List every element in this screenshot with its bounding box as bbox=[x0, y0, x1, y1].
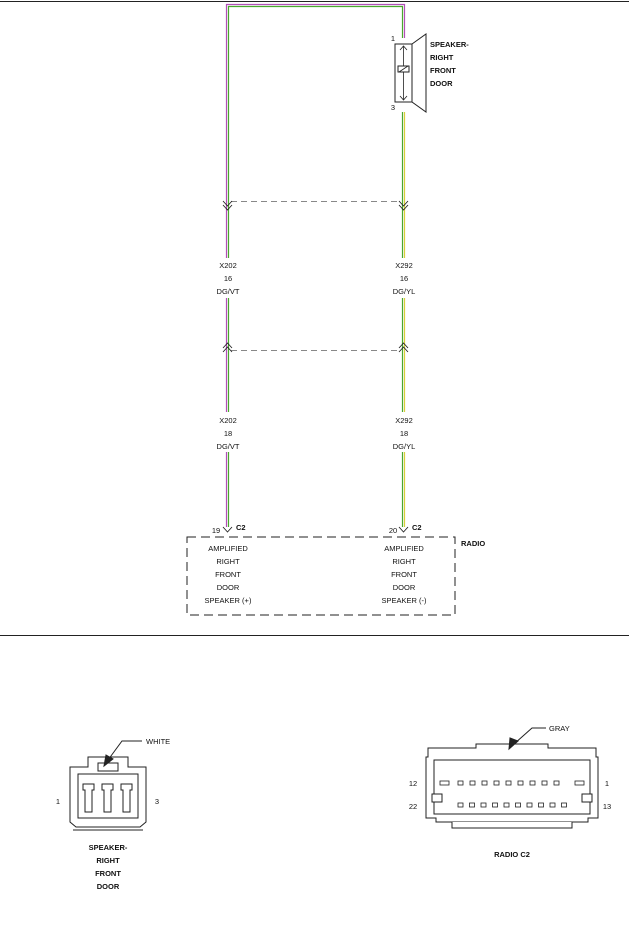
radio-c2-cavity bbox=[505, 780, 512, 786]
radio-c2-cavity bbox=[549, 802, 556, 808]
radio-c2-pin-rows bbox=[439, 780, 585, 808]
speaker-connector-pin-right: 3 bbox=[155, 797, 159, 806]
radio-terminals bbox=[222, 526, 409, 533]
radio-c2-cavity bbox=[493, 780, 500, 786]
radio-right-description: AMPLIFIED RIGHT FRONT DOOR SPEAKER (-) bbox=[381, 544, 427, 605]
radio-label: RADIO bbox=[461, 539, 485, 548]
speaker-label-line-2: RIGHT bbox=[430, 53, 454, 62]
speaker-pin-top: 1 bbox=[391, 34, 395, 43]
radio-c2-cavity bbox=[439, 780, 450, 786]
radio-connector-right: C2 bbox=[412, 523, 422, 532]
radio-pin-left: 19 bbox=[212, 526, 220, 535]
radio-c2-caption: RADIO C2 bbox=[494, 850, 530, 859]
radio-c2-cavity bbox=[492, 802, 498, 808]
svg-text:X202: X202 bbox=[219, 261, 237, 270]
radio-c2-pin-12: 12 bbox=[409, 779, 417, 788]
radio-connector-left: C2 bbox=[236, 523, 246, 532]
radio-left-description: AMPLIFIED RIGHT FRONT DOOR SPEAKER (+) bbox=[205, 544, 252, 605]
right-upper-label-gap bbox=[389, 258, 419, 298]
wire-label-left-upper: X202 16 DG/VT bbox=[217, 261, 240, 296]
radio-c2-cavity bbox=[515, 802, 521, 808]
svg-text:AMPLIFIED: AMPLIFIED bbox=[384, 544, 424, 553]
speaker-connector-leader bbox=[103, 740, 142, 768]
radio-c2-cavity bbox=[457, 780, 464, 786]
speaker-connector-caption: SPEAKER- RIGHT FRONT DOOR bbox=[89, 843, 128, 891]
wire-label-right-lower: X292 18 DG/YL bbox=[393, 416, 416, 451]
wire-label-right-upper: X292 16 DG/YL bbox=[393, 261, 416, 296]
svg-text:16: 16 bbox=[224, 274, 232, 283]
radio-c2-cavity bbox=[480, 802, 487, 808]
speaker-connector-view bbox=[69, 756, 147, 831]
svg-text:RIGHT: RIGHT bbox=[216, 557, 240, 566]
radio-pin-right: 20 bbox=[389, 526, 397, 535]
left-upper-label-gap bbox=[214, 258, 242, 298]
right-lower-label-gap bbox=[389, 412, 419, 452]
speaker-connector-pin-left: 1 bbox=[56, 797, 60, 806]
radio-c2-cavity bbox=[541, 780, 548, 786]
speaker-connector-color: WHITE bbox=[146, 737, 170, 746]
speaker-label-line-1: SPEAKER- bbox=[430, 40, 469, 49]
svg-text:FRONT: FRONT bbox=[391, 570, 417, 579]
svg-text:18: 18 bbox=[224, 429, 232, 438]
speaker-symbol bbox=[394, 33, 427, 113]
radio-c2-pin-22: 22 bbox=[409, 802, 417, 811]
radio-c2-cavity bbox=[503, 802, 510, 808]
svg-text:X292: X292 bbox=[395, 261, 413, 270]
speaker-label-line-4: DOOR bbox=[430, 79, 453, 88]
svg-text:FRONT: FRONT bbox=[215, 570, 241, 579]
left-lower-label-gap bbox=[214, 412, 242, 452]
radio-c2-pin-13: 13 bbox=[603, 802, 611, 811]
wire-left-top-green bbox=[227, 5, 404, 527]
wire-right bbox=[401, 112, 406, 527]
radio-c2-color: GRAY bbox=[549, 724, 570, 733]
svg-text:18: 18 bbox=[400, 429, 408, 438]
svg-text:SPEAKER (-): SPEAKER (-) bbox=[381, 596, 427, 605]
radio-c2-connector-leader bbox=[508, 727, 546, 751]
svg-text:X202: X202 bbox=[219, 416, 237, 425]
radio-c2-cavity bbox=[553, 780, 560, 786]
svg-text:FRONT: FRONT bbox=[95, 869, 121, 878]
radio-c2-cavity bbox=[526, 802, 533, 808]
svg-text:X292: X292 bbox=[395, 416, 413, 425]
inline-connector-lower bbox=[222, 342, 409, 353]
svg-text:16: 16 bbox=[400, 274, 408, 283]
radio-c2-cavity bbox=[517, 780, 524, 786]
radio-c2-cavity bbox=[574, 780, 585, 786]
svg-text:DOOR: DOOR bbox=[393, 583, 416, 592]
svg-text:DG/VT: DG/VT bbox=[217, 442, 240, 451]
radio-c2-cavity bbox=[457, 802, 464, 808]
svg-text:RIGHT: RIGHT bbox=[392, 557, 416, 566]
svg-text:AMPLIFIED: AMPLIFIED bbox=[208, 544, 248, 553]
speaker-label-line-3: FRONT bbox=[430, 66, 456, 75]
radio-box bbox=[186, 536, 456, 616]
radio-c2-cavity bbox=[561, 802, 567, 808]
radio-c2-cavity bbox=[481, 780, 488, 786]
svg-text:DOOR: DOOR bbox=[217, 583, 240, 592]
inline-connector-upper bbox=[222, 200, 409, 211]
svg-text:SPEAKER-: SPEAKER- bbox=[89, 843, 128, 852]
radio-c2-connector-view bbox=[425, 743, 599, 829]
svg-text:DOOR: DOOR bbox=[97, 882, 120, 891]
radio-c2-cavity bbox=[538, 802, 544, 808]
radio-c2-cavity bbox=[529, 780, 536, 786]
wire-left-top-violet bbox=[225, 3, 406, 527]
svg-text:DG/YL: DG/YL bbox=[393, 442, 416, 451]
wire-label-left-lower: X202 18 DG/VT bbox=[217, 416, 240, 451]
radio-c2-pin-1: 1 bbox=[605, 779, 609, 788]
wire-left bbox=[225, 3, 406, 527]
svg-text:SPEAKER (+): SPEAKER (+) bbox=[205, 596, 252, 605]
radio-c2-cavity bbox=[469, 802, 475, 808]
radio-c2-cavity bbox=[469, 780, 476, 786]
svg-text:RIGHT: RIGHT bbox=[96, 856, 120, 865]
svg-text:DG/YL: DG/YL bbox=[393, 287, 416, 296]
speaker-pin-bottom: 3 bbox=[391, 103, 395, 112]
svg-text:DG/VT: DG/VT bbox=[217, 287, 240, 296]
